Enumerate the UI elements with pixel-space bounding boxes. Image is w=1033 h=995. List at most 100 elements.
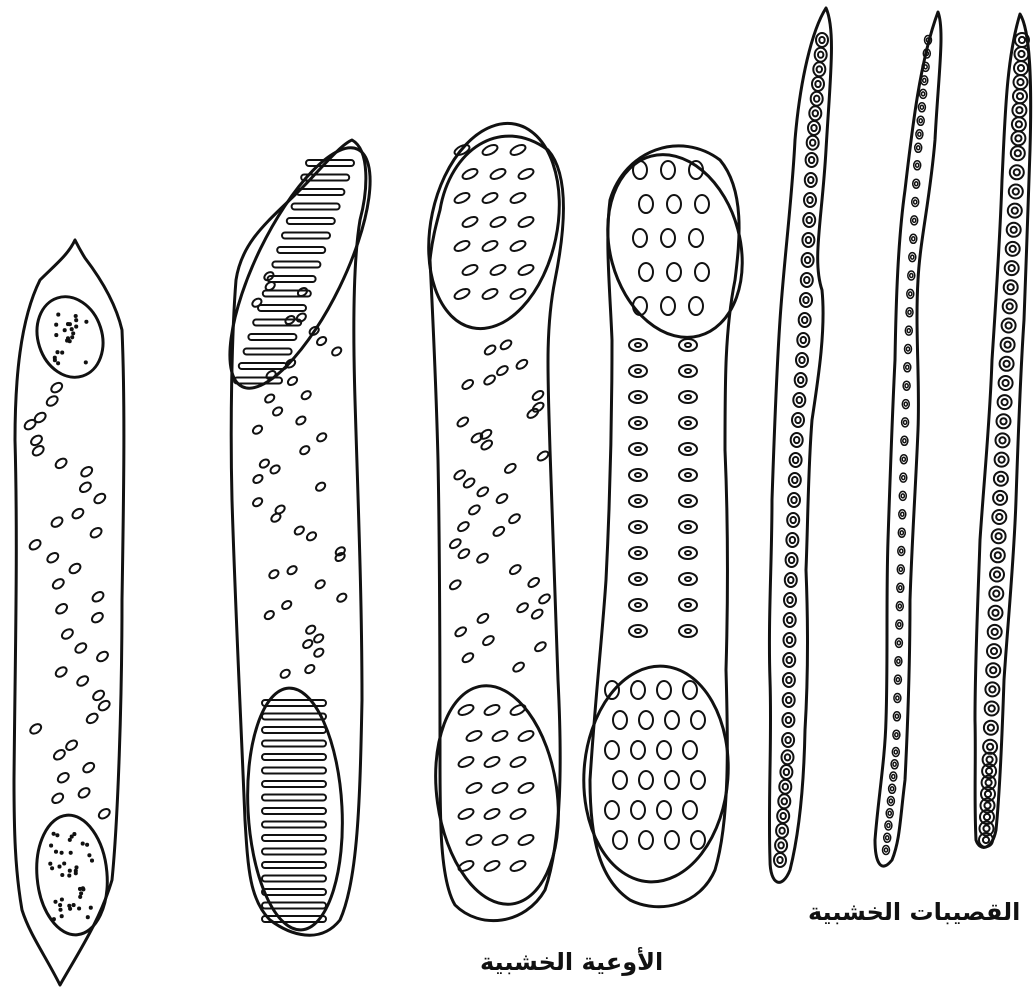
pit <box>45 394 59 407</box>
pit <box>533 640 547 653</box>
pore <box>631 681 645 699</box>
bordered-pit <box>629 443 647 455</box>
bordered-pit <box>896 602 903 611</box>
scalariform-bar <box>292 204 340 210</box>
bordered-pit <box>679 521 697 533</box>
bordered-pit <box>893 730 900 739</box>
bordered-pit <box>985 682 999 696</box>
pit-aperture <box>886 836 889 840</box>
bordered-pit <box>778 794 790 808</box>
bordered-pit <box>796 353 808 367</box>
pit <box>300 389 312 400</box>
scalariform-bar <box>262 849 326 855</box>
pit <box>536 450 550 463</box>
pit-aperture <box>685 395 691 399</box>
bordered-pit <box>679 599 697 611</box>
pit <box>299 444 311 455</box>
bordered-pit <box>1011 131 1025 145</box>
pore <box>453 191 471 205</box>
pore <box>657 801 671 819</box>
pit-aperture <box>900 549 903 553</box>
bordered-pit <box>679 495 697 507</box>
pore <box>639 771 653 789</box>
pit-aperture <box>1002 399 1008 405</box>
pit-aperture <box>1018 65 1024 71</box>
bordered-pit <box>1010 165 1024 179</box>
bordered-pit <box>679 365 697 377</box>
pore <box>491 781 509 795</box>
perforation-plate-bottom <box>32 812 112 938</box>
dot <box>68 905 71 908</box>
pit-aperture <box>685 577 691 581</box>
bordered-pit <box>892 748 899 757</box>
pit <box>54 602 68 615</box>
dot <box>63 329 66 332</box>
bordered-pit <box>629 521 647 533</box>
pore <box>481 191 499 205</box>
pore <box>509 143 527 157</box>
bordered-pit <box>679 469 697 481</box>
pit <box>527 576 541 589</box>
bordered-pit <box>679 417 697 429</box>
pore <box>691 711 705 729</box>
dot <box>81 842 84 845</box>
pore <box>517 729 535 743</box>
bordered-pit <box>894 675 901 684</box>
pit <box>71 507 85 520</box>
pit <box>516 601 530 614</box>
pit-aperture <box>794 437 799 443</box>
pore <box>639 263 653 281</box>
bordered-pit <box>1011 146 1025 160</box>
pit <box>499 338 513 351</box>
pit-aperture <box>1010 246 1016 252</box>
pit-aperture <box>901 494 904 498</box>
pit <box>263 609 275 620</box>
pit-aperture <box>888 811 891 815</box>
pit <box>85 712 99 725</box>
dot <box>87 916 90 919</box>
perforation-plate-top <box>27 288 113 386</box>
pit-aperture <box>685 473 691 477</box>
bordered-pit <box>679 391 697 403</box>
pit-aperture <box>806 237 811 243</box>
bordered-pit <box>629 417 647 429</box>
pit <box>336 592 348 603</box>
dot <box>56 351 59 354</box>
pit <box>508 512 522 525</box>
dot <box>63 862 66 865</box>
scalariform-bar <box>262 727 326 733</box>
bordered-pit <box>907 289 914 298</box>
pit <box>74 641 88 654</box>
bordered-pit <box>1009 185 1023 199</box>
pit-aperture <box>911 255 914 259</box>
bordered-pit <box>1003 299 1017 313</box>
pit <box>60 627 74 640</box>
pit-aperture <box>635 551 641 555</box>
bordered-pit <box>902 400 909 409</box>
pit <box>52 748 66 761</box>
scalariform-bar <box>262 741 326 747</box>
bordered-pit <box>909 253 916 262</box>
pit-aperture <box>914 200 917 204</box>
pore <box>453 287 471 301</box>
pore <box>695 263 709 281</box>
pit <box>315 335 327 346</box>
pit-aperture <box>1016 107 1022 113</box>
dot <box>75 866 78 869</box>
bordered-pit <box>999 376 1013 390</box>
pit <box>293 525 305 536</box>
bordered-pit <box>1015 47 1029 61</box>
pit-aperture <box>807 217 812 223</box>
dot <box>74 315 77 318</box>
pit <box>23 418 37 431</box>
pit <box>462 477 476 490</box>
bordered-pit <box>883 846 890 855</box>
bordered-pit <box>996 433 1010 447</box>
bordered-pit <box>903 381 910 390</box>
pit-aperture <box>792 477 797 483</box>
pit-aperture <box>996 514 1002 520</box>
bordered-pit <box>908 271 915 280</box>
pore <box>665 831 679 849</box>
bordered-pit <box>777 809 789 823</box>
pit-aperture <box>902 457 905 461</box>
